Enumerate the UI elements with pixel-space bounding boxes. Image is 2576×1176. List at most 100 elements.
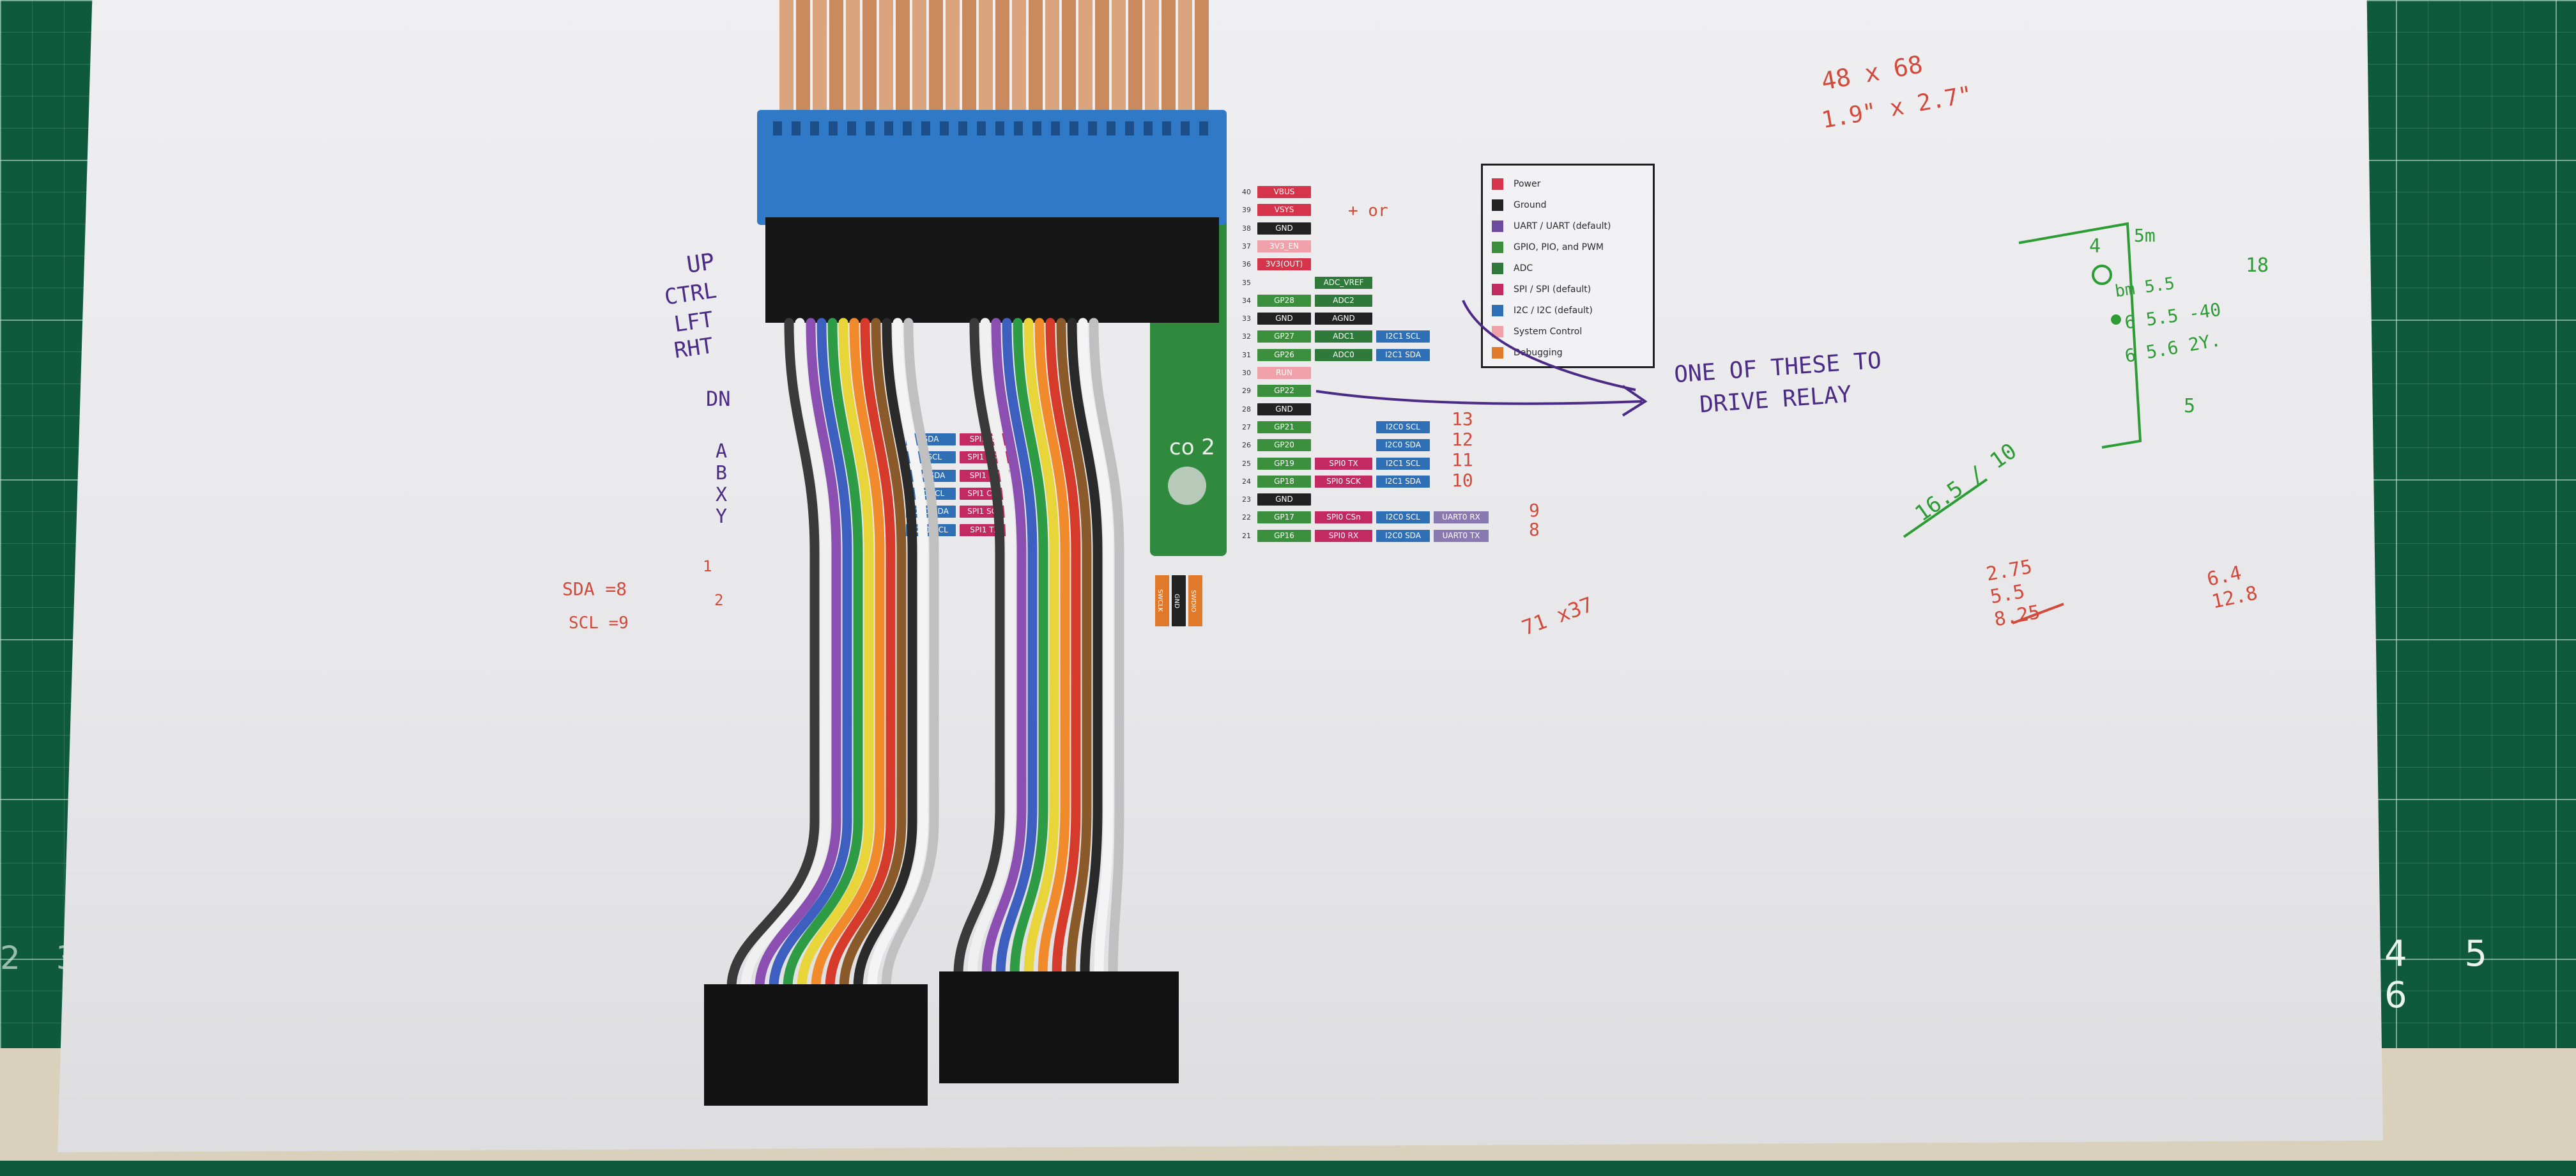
dupont-connector-right: [939, 971, 1179, 1083]
pin-function-label: VSYS: [1257, 204, 1311, 217]
legend-item: UART / UART (default): [1492, 215, 1653, 236]
connector-slot: [1107, 121, 1116, 135]
note-sda: SDA =8: [562, 578, 627, 600]
note-rht: RHT: [672, 332, 715, 364]
red-number-column: 13 12 11 10: [1452, 409, 1473, 491]
ribbon-strand: [1195, 0, 1209, 115]
pin-function-label: 3V3_EN: [1257, 240, 1311, 252]
pin-function-label: GP26: [1257, 348, 1311, 361]
note-plus-or: + or: [1348, 201, 1388, 220]
wire: [881, 318, 939, 993]
note-1: 1: [703, 557, 712, 575]
pin-function-label: GP22: [1257, 385, 1311, 398]
green-slash: [1903, 478, 1988, 538]
note-2: 2: [714, 591, 724, 609]
ribbon-strand: [1128, 0, 1142, 115]
ribbon-strand: [962, 0, 976, 115]
mat-ruler-numbers: 4 5 6: [2384, 933, 2511, 1016]
pin-function-label: GP28: [1257, 294, 1311, 307]
debug-pin-label: SWDIO: [1188, 575, 1202, 626]
connector-slot: [995, 121, 1004, 135]
ribbon-strand: [1078, 0, 1092, 115]
wire: [1089, 318, 1124, 980]
connector-slot: [773, 121, 782, 135]
legend-label: SPI / SPI (default): [1514, 284, 1591, 295]
wire: [1056, 318, 1092, 980]
pin-function-label: UART0 TX: [1434, 529, 1489, 542]
note-y: Y: [716, 506, 728, 528]
blue-idc-connector: [757, 110, 1227, 225]
pin-function-label: GP27: [1257, 330, 1311, 343]
legend-swatch: [1492, 262, 1503, 274]
pin-number: 40: [1242, 188, 1251, 196]
legend-swatch: [1492, 346, 1503, 359]
ribbon-strand: [862, 0, 877, 115]
ribbon-strand: [1162, 0, 1176, 115]
note-green-7: 5: [2184, 395, 2196, 417]
legend-label: Power: [1514, 178, 1541, 189]
pin-function-label: SPI0 SCK: [1315, 475, 1372, 488]
pin-function-label: SPI0 CSn: [1315, 511, 1372, 524]
legend-item: ADC: [1492, 258, 1653, 279]
debug-pin-label: SWCLK: [1155, 575, 1169, 626]
legend-label: Ground: [1514, 199, 1547, 210]
connector-slot: [829, 121, 838, 135]
connector-slot: [1051, 121, 1060, 135]
red-number: 13: [1452, 408, 1473, 429]
ribbon-strand: [1178, 0, 1192, 115]
legend-swatch: [1492, 304, 1503, 316]
connector-slot: [792, 121, 801, 135]
wire-bundle-left: [726, 318, 939, 993]
ribbon-strand: [813, 0, 827, 115]
board-text: co 2: [1169, 435, 1215, 460]
ribbon-strand: [896, 0, 910, 115]
connector-slot: [1125, 121, 1134, 135]
red-number: 10: [1452, 470, 1473, 491]
wire: [1009, 318, 1048, 980]
connector-slot: [921, 121, 930, 135]
red-number: 9: [1529, 500, 1540, 521]
ribbon-strand: [796, 0, 810, 115]
debug-pin-label: GND: [1172, 575, 1186, 626]
wire: [811, 318, 885, 993]
pin-function-label: I2C1 SDA: [1376, 475, 1430, 488]
legend-label: System Control: [1514, 326, 1583, 337]
legend-label: I2C / I2C (default): [1514, 305, 1593, 316]
pin-number: 30: [1242, 369, 1251, 377]
wire: [740, 318, 831, 993]
pin-function-label: GND: [1257, 403, 1311, 415]
ribbon-strand: [1095, 0, 1109, 115]
ribbon-strand: [929, 0, 943, 115]
red-bracket-line: [2012, 603, 2064, 624]
pin-number: 24: [1242, 477, 1251, 486]
connector-slot: [1070, 121, 1078, 135]
wire: [755, 318, 841, 993]
red-number: 8: [1529, 519, 1540, 540]
connector-slot: [940, 121, 949, 135]
connector-slot: [1181, 121, 1190, 135]
pin-number: 22: [1242, 513, 1251, 522]
connector-slot: [977, 121, 986, 135]
legend-item: Ground: [1492, 194, 1653, 215]
pin-number: 34: [1242, 296, 1251, 305]
note-up: UP: [685, 249, 717, 279]
legend-item: System Control: [1492, 321, 1653, 342]
wire-bundle-right: [953, 318, 1124, 980]
flat-ribbon-cable: [779, 0, 1209, 115]
relay-arrow-2: [1462, 300, 1636, 391]
pin-function-label: I2C0 SDA: [1376, 529, 1430, 542]
legend-swatch: [1492, 283, 1503, 295]
wire: [726, 318, 820, 993]
relay-arrow: [1315, 390, 1643, 405]
ribbon-strand: [846, 0, 860, 115]
note-a: A: [716, 440, 728, 463]
pin-function-label: SPI0 RX: [1315, 529, 1372, 542]
note-scl: SCL =9: [569, 614, 629, 633]
